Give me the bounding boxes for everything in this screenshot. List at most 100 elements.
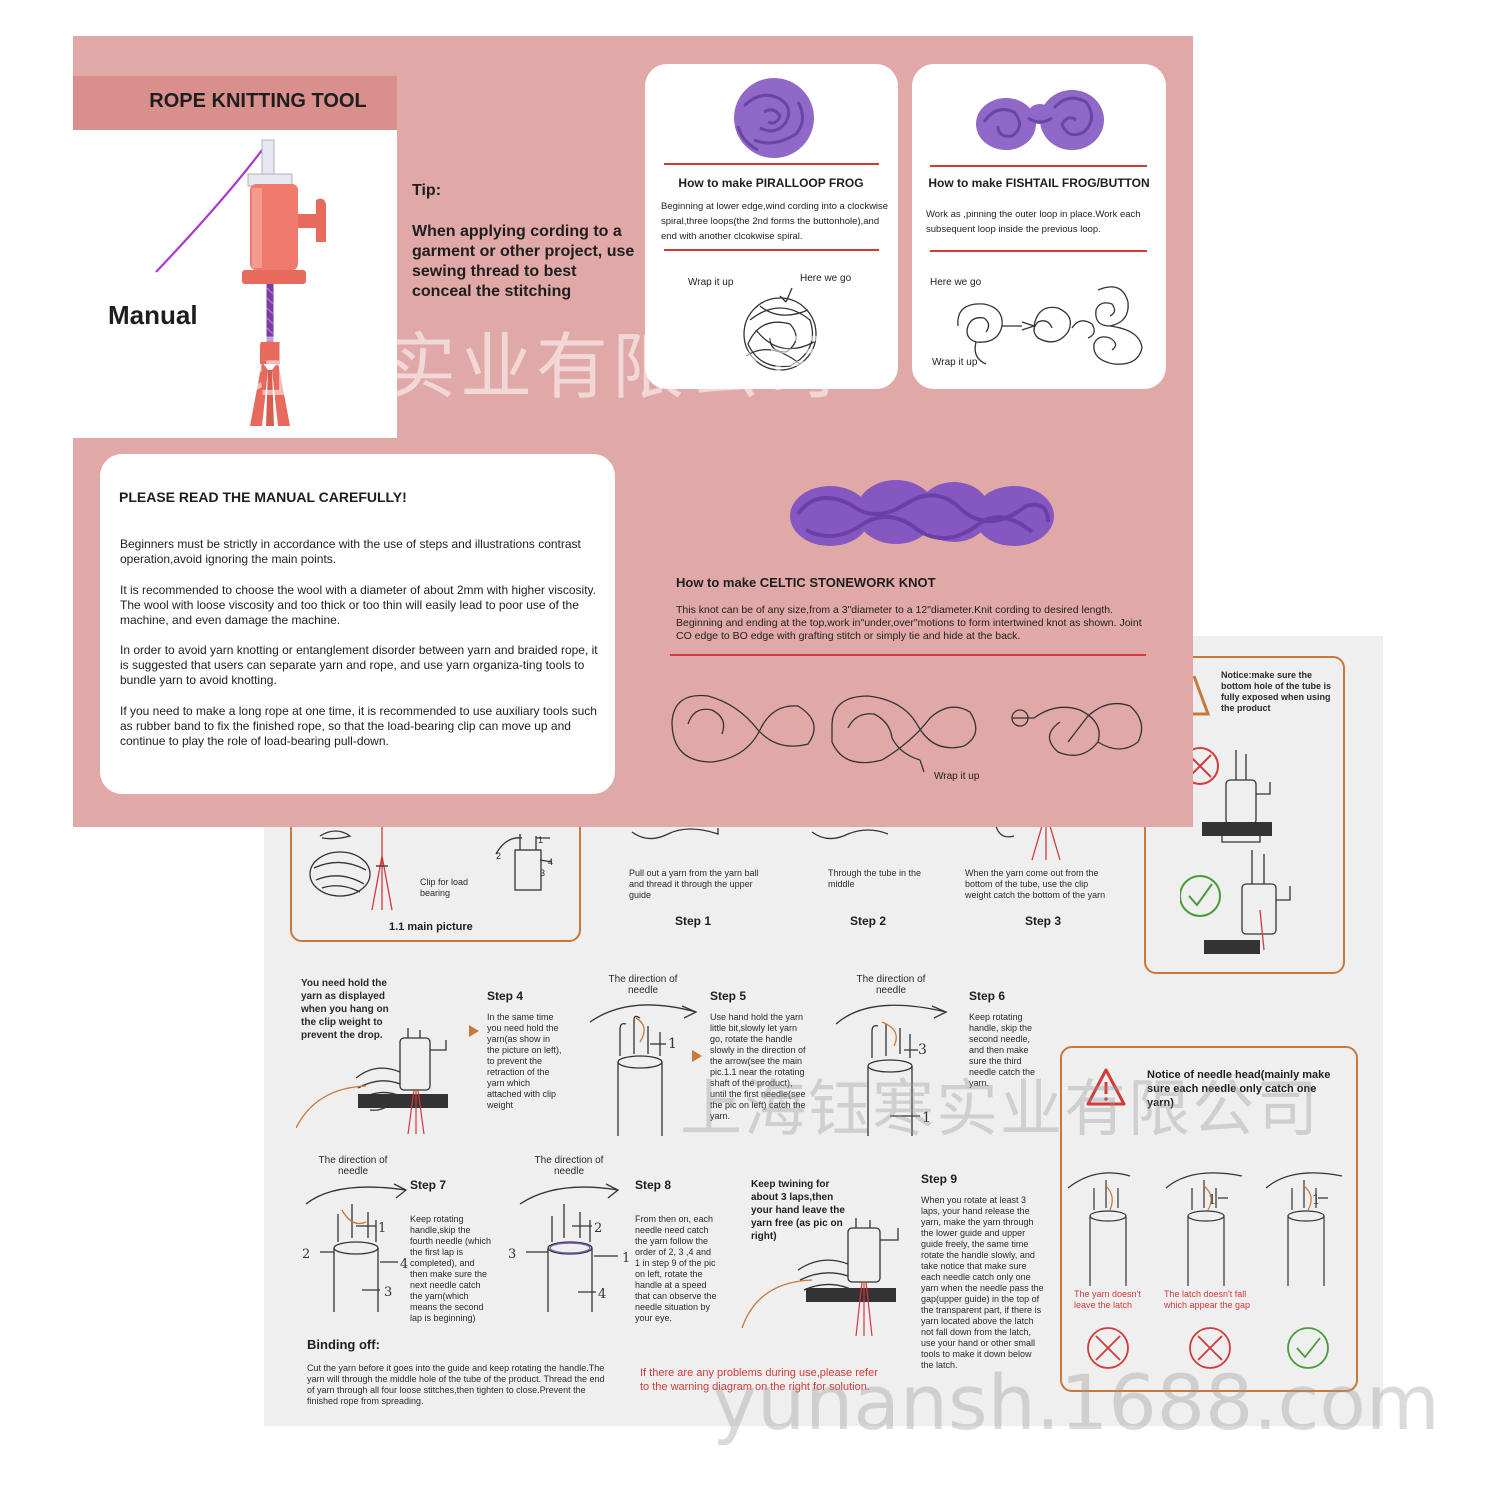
frog2-label-b: Wrap it up bbox=[932, 357, 978, 368]
step-8-text: From then on, each needle need catch the… bbox=[635, 1214, 717, 1323]
page-title: ROPE KNITTING TOOL bbox=[149, 90, 367, 112]
direction-label: The direction of needle bbox=[534, 1155, 604, 1177]
direction-label: The direction of needle bbox=[608, 974, 678, 996]
step-9-label: Step 9 bbox=[921, 1172, 958, 1186]
divider bbox=[664, 163, 879, 165]
svg-text:3: 3 bbox=[384, 1285, 392, 1300]
svg-text:1: 1 bbox=[1312, 1193, 1320, 1208]
fishtail-frog-photo bbox=[976, 90, 1104, 150]
step-2-text: Through the tube in the middle bbox=[828, 868, 922, 889]
step-9-text: When you rotate at least 3 laps, your ha… bbox=[921, 1195, 1044, 1370]
step-2-label: Step 2 bbox=[850, 914, 887, 928]
notice-box-needle bbox=[1060, 1046, 1358, 1392]
svg-text:3: 3 bbox=[918, 1042, 927, 1058]
step-8-illustration: 2 3 1 4 bbox=[508, 1183, 630, 1312]
tip-text: When applying cording to a garment or ot… bbox=[412, 223, 635, 300]
product-panel bbox=[73, 130, 397, 438]
latch-caption-b: The latch doesn't fall which appear the … bbox=[1164, 1289, 1251, 1310]
divider bbox=[670, 654, 1146, 656]
check-mark-icon bbox=[1180, 875, 1221, 917]
frog2-label-a: Here we go bbox=[930, 277, 982, 288]
divider bbox=[930, 165, 1147, 167]
tip-label: Tip: bbox=[412, 182, 442, 199]
frog1-label-b: Here we go bbox=[800, 273, 852, 284]
divider bbox=[664, 249, 879, 251]
diagram-number: 4 bbox=[548, 857, 554, 867]
svg-text:2: 2 bbox=[594, 1221, 602, 1236]
manual-label: Manual bbox=[108, 300, 198, 330]
diagram-number: 3 bbox=[540, 868, 546, 878]
frog1-label-a: Wrap it up bbox=[688, 277, 734, 288]
x-mark-icon bbox=[1087, 1327, 1129, 1369]
svg-text:4: 4 bbox=[400, 1257, 408, 1272]
step-6-text: Keep rotating handle, skip the second ne… bbox=[969, 1012, 1036, 1088]
notice-needle-text: Notice of needle head(mainly make sure e… bbox=[1147, 1069, 1331, 1109]
frog2-title: How to make FISHTAIL FROG/BUTTON bbox=[928, 176, 1150, 190]
svg-text:1: 1 bbox=[622, 1251, 630, 1266]
step-7-label: Step 7 bbox=[410, 1178, 447, 1192]
clip-label: Clip for load bearing bbox=[420, 877, 469, 898]
warning-triangle-icon bbox=[1086, 1068, 1126, 1106]
fishtail-frog-diagram bbox=[957, 286, 1143, 365]
svg-text:1: 1 bbox=[922, 1110, 931, 1126]
celtic-text: This knot can be of any size,from a 3"di… bbox=[676, 604, 1142, 642]
read-manual-p4: If you need to make a long rope at one t… bbox=[120, 704, 597, 748]
step-6-label: Step 6 bbox=[969, 989, 1006, 1003]
hold-yarn-illustration bbox=[296, 1028, 448, 1135]
flow-arrow-icon bbox=[692, 1050, 702, 1062]
twining-text: Keep twining for about 3 laps,then your … bbox=[751, 1179, 845, 1242]
notice-tube-illustrations bbox=[1180, 675, 1291, 954]
main-picture-caption: 1.1 main picture bbox=[389, 921, 473, 933]
read-manual-p1: Beginners must be strictly in accordance… bbox=[120, 537, 581, 566]
step-3-label: Step 3 bbox=[1025, 914, 1062, 928]
steps-1-3-illustrations bbox=[631, 826, 1061, 861]
svg-text:1: 1 bbox=[668, 1036, 677, 1052]
main-picture-illustration bbox=[309, 826, 553, 911]
frog2-text: Work as ,pinning the outer loop in place… bbox=[926, 209, 1141, 235]
direction-label: The direction of needle bbox=[856, 974, 926, 996]
flow-arrow-icon bbox=[469, 1025, 479, 1037]
diagram-number: 2 bbox=[496, 851, 502, 861]
read-manual-card bbox=[100, 454, 615, 794]
spiral-frog-photo bbox=[734, 78, 814, 158]
celtic-knot-diagrams bbox=[671, 694, 1143, 773]
step-5-text: Use hand hold the yarn little bit,slowly… bbox=[710, 1012, 806, 1121]
step-5-illustration: 1 bbox=[589, 1004, 698, 1136]
check-mark-icon bbox=[1287, 1327, 1329, 1369]
read-manual-p3: In order to avoid yarn knotting or entan… bbox=[120, 643, 598, 687]
svg-text:1: 1 bbox=[378, 1221, 386, 1236]
svg-text:3: 3 bbox=[508, 1247, 516, 1262]
frog1-title: How to make PIRALLOOP FROG bbox=[678, 176, 864, 190]
latch-caption-a: The yarn doesn't leave the latch bbox=[1074, 1289, 1141, 1310]
step-3-text: When the yarn come out from the bottom o… bbox=[965, 868, 1106, 900]
notice-tube-text: Notice:make sure the bottom hole of the … bbox=[1221, 670, 1331, 713]
step-8-label: Step 8 bbox=[635, 1178, 672, 1192]
svg-text:2: 2 bbox=[302, 1247, 310, 1262]
title-band bbox=[73, 76, 397, 130]
x-mark-icon bbox=[1189, 1327, 1231, 1369]
needle-examples-illustration: 1 1 bbox=[1067, 1172, 1343, 1369]
binding-off-title: Binding off: bbox=[307, 1337, 380, 1352]
step-7-illustration: 1 2 4 3 bbox=[302, 1183, 408, 1312]
hold-yarn-text: You need hold the yarn as displayed when… bbox=[301, 978, 389, 1041]
step-5-label: Step 5 bbox=[710, 989, 747, 1003]
rope-knitting-tool-image bbox=[155, 139, 326, 426]
step-1-label: Step 1 bbox=[675, 914, 712, 928]
read-manual-title: PLEASE READ THE MANUAL CAREFULLY! bbox=[119, 489, 407, 505]
svg-text:1: 1 bbox=[1208, 1193, 1216, 1208]
step-4-label: Step 4 bbox=[487, 989, 524, 1003]
svg-text:4: 4 bbox=[598, 1287, 606, 1302]
celtic-knot-photo bbox=[790, 480, 1054, 546]
read-manual-p2: It is recommended to choose the wool wit… bbox=[120, 583, 596, 627]
step-4-text: In the same time you need hold the yarn(… bbox=[487, 1012, 562, 1110]
problem-note: If there are any problems during use,ple… bbox=[640, 1367, 878, 1393]
binding-off-text: Cut the yarn before it goes into the gui… bbox=[307, 1363, 605, 1406]
step-9-illustration bbox=[741, 1218, 899, 1337]
diagram-number: 1 bbox=[538, 835, 544, 845]
celtic-label: Wrap it up bbox=[934, 771, 980, 782]
frog1-text: Beginning at lower edge,wind cording int… bbox=[661, 201, 889, 242]
celtic-title: How to make CELTIC STONEWORK KNOT bbox=[676, 575, 936, 590]
spiral-frog-diagram bbox=[743, 287, 817, 371]
step-6-illustration: 3 1 bbox=[835, 1004, 948, 1136]
step-7-text: Keep rotating handle,skip the fourth nee… bbox=[410, 1214, 492, 1323]
